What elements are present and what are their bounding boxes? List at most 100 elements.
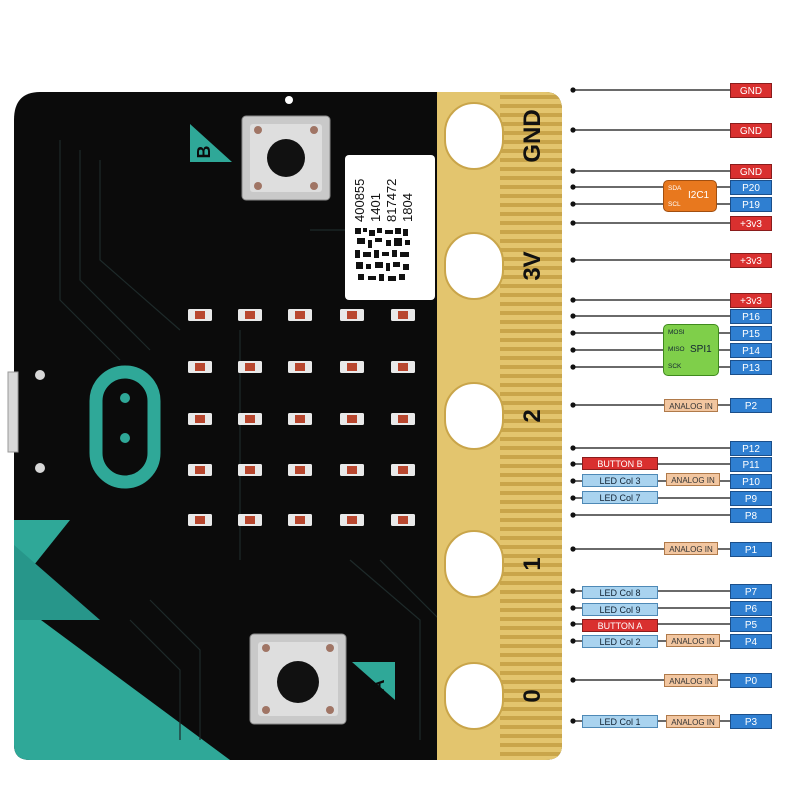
side-pad-1 — [35, 370, 45, 380]
pin-dot — [570, 364, 576, 370]
edge-label-gnd: GND — [519, 109, 546, 162]
pin-dot — [570, 330, 576, 336]
pin-dot — [570, 621, 576, 627]
led-r2-c2 — [238, 361, 262, 373]
pin-label-3v3: +3v3 — [730, 252, 772, 268]
top-notch — [285, 96, 293, 104]
led-r5-c5 — [391, 514, 415, 526]
pin-dot — [570, 495, 576, 501]
sticker-line-3: 817472 — [384, 179, 399, 222]
pin-dot — [570, 220, 576, 226]
sticker-line-2: 1401 — [368, 193, 383, 222]
pin-label-p4: P4 — [730, 633, 772, 649]
led-r2-c1 — [188, 361, 212, 373]
pin-label-p10: P10 — [730, 473, 772, 489]
led-r4-c1 — [188, 464, 212, 476]
led-col-2-tag: LED Col 2 — [582, 635, 658, 648]
edge-label-3v: 3V — [519, 251, 546, 280]
i2c-bus-name: I2C1 — [688, 190, 710, 201]
pin-label-p7: P7 — [730, 583, 772, 599]
hole-1 — [444, 530, 504, 598]
led-r3-c2 — [238, 413, 262, 425]
led-r2-c5 — [391, 361, 415, 373]
analog-in-tag-p0: ANALOG IN — [664, 674, 718, 687]
pin-label-p20: P20 — [730, 179, 772, 195]
pin-dot — [570, 546, 576, 552]
pin-dot — [570, 201, 576, 207]
i2c-signal-scl: SCL — [668, 201, 681, 208]
pin-label-p1: P1 — [730, 541, 772, 557]
led-r3-c4 — [340, 413, 364, 425]
analog-in-tag-p10: ANALOG IN — [666, 473, 720, 486]
i2c-bus-box: SDA SCL I2C1 — [663, 180, 717, 212]
led-r4-c4 — [340, 464, 364, 476]
pin-label-p15: P15 — [730, 325, 772, 341]
button-b-tag: BUTTON B — [582, 457, 658, 470]
microbit-logo — [89, 365, 161, 489]
pin-dot — [570, 478, 576, 484]
button-b-label: B — [194, 146, 214, 159]
pin-label-gnd: GND — [730, 122, 772, 138]
led-r1-c1 — [188, 309, 212, 321]
button-a[interactable] — [249, 633, 347, 725]
led-col-3-tag: LED Col 3 — [582, 474, 658, 487]
pin-dot — [570, 347, 576, 353]
spi-signal-sck: SCK — [668, 363, 682, 370]
led-col-8-tag: LED Col 8 — [582, 586, 658, 599]
pin-label-p8: P8 — [730, 507, 772, 523]
edge-holes — [444, 102, 504, 730]
edge-teeth — [500, 92, 562, 760]
pin-dot — [570, 718, 576, 724]
pin-label-3v3: +3v3 — [730, 215, 772, 231]
pin-label-p2: P2 — [730, 397, 772, 413]
hole-0 — [444, 662, 504, 730]
pin-dot — [570, 402, 576, 408]
led-r3-c1 — [188, 413, 212, 425]
spi-signal-miso: MISO — [668, 346, 685, 353]
button-b-marker — [190, 124, 232, 162]
button-a-tag: BUTTON A — [582, 619, 658, 632]
sticker-line-4: 1804 — [400, 193, 415, 222]
led-col-7-tag: LED Col 7 — [582, 491, 658, 504]
pin-dot — [570, 588, 576, 594]
pin-dot — [570, 87, 576, 93]
hole-3v — [444, 232, 504, 300]
led-r5-c4 — [340, 514, 364, 526]
pin-dot — [570, 605, 576, 611]
pin-label-p5: P5 — [730, 616, 772, 632]
teal-corner-bottom — [14, 600, 230, 760]
hole-gnd — [444, 102, 504, 170]
pin-dot — [570, 445, 576, 451]
led-r5-c1 — [188, 514, 212, 526]
pin-label-p16: P16 — [730, 308, 772, 324]
pin-label-gnd: GND — [730, 163, 772, 179]
analog-in-tag-p1: ANALOG IN — [664, 542, 718, 555]
pin-dot — [570, 313, 576, 319]
button-a-marker — [352, 662, 395, 700]
pin-label-p0: P0 — [730, 672, 772, 688]
pin-label-gnd: GND — [730, 82, 772, 98]
analog-in-tag-p4: ANALOG IN — [666, 634, 720, 647]
qr-code — [355, 228, 410, 281]
spi-bus-name: SPI1 — [690, 344, 712, 355]
led-matrix — [188, 309, 415, 526]
button-b[interactable] — [241, 115, 331, 201]
led-r3-c3 — [288, 413, 312, 425]
pin-dot — [570, 257, 576, 263]
led-col-1-tag: LED Col 1 — [582, 715, 658, 728]
pin-dot — [570, 168, 576, 174]
pin-label-3v3: +3v3 — [730, 292, 772, 308]
pin-dot — [570, 638, 576, 644]
led-r5-c2 — [238, 514, 262, 526]
spi-bus-box: MOSI MISO SCK SPI1 — [663, 324, 719, 376]
led-col-9-tag: LED Col 9 — [582, 603, 658, 616]
pin-label-p3: P3 — [730, 713, 772, 729]
led-r5-c3 — [288, 514, 312, 526]
pin-label-p9: P9 — [730, 490, 772, 506]
qr-sticker: 400855 1401 817472 1804 — [345, 155, 435, 300]
teal-stripe — [14, 545, 100, 620]
led-r2-c4 — [340, 361, 364, 373]
led-r4-c3 — [288, 464, 312, 476]
